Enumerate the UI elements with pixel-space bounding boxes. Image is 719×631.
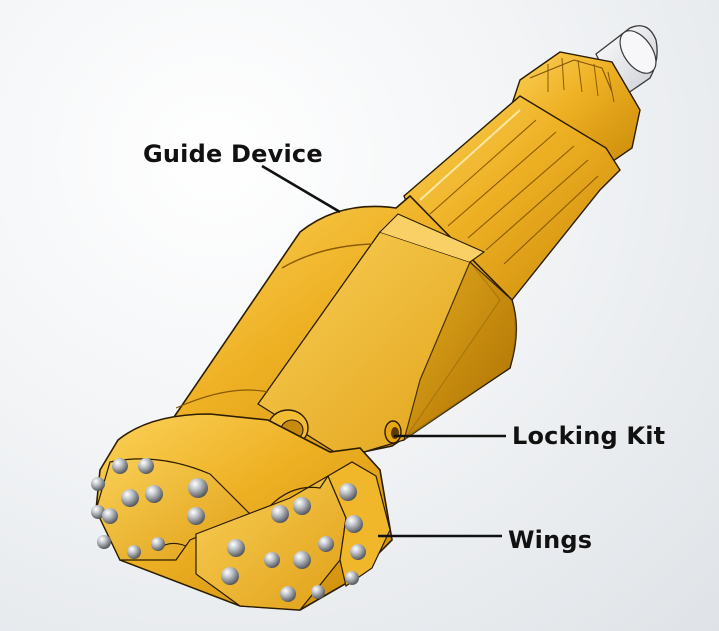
label-wings: Wings (508, 526, 593, 554)
label-locking-kit: Locking Kit (512, 422, 666, 450)
guide-device-body (170, 194, 518, 459)
leader-guide-device (261, 164, 341, 214)
carbide-buttons (91, 458, 366, 602)
label-guide-device: Guide Device (143, 140, 323, 168)
leader-lines (261, 164, 506, 538)
locking-kit-hole (384, 420, 402, 444)
